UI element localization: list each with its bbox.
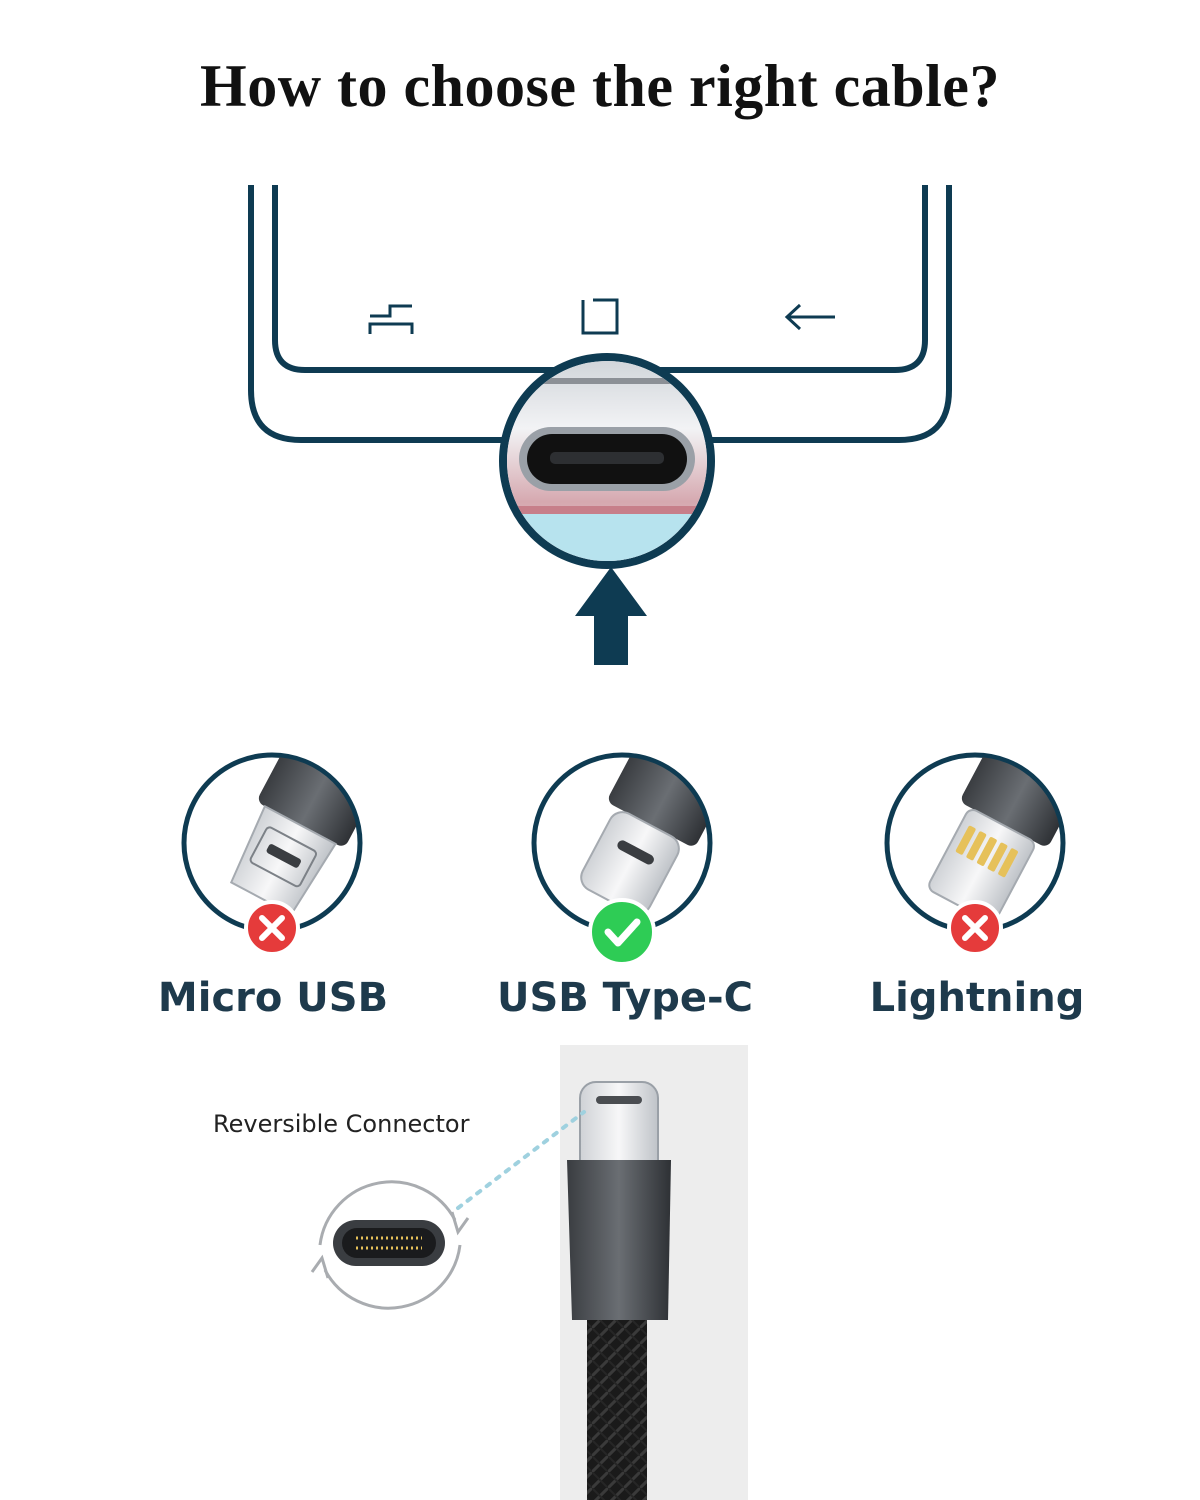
- cross-icon: [947, 900, 1003, 956]
- rotate-icon: [310, 1180, 470, 1310]
- home-icon: [581, 298, 619, 335]
- micro-usb-option: [181, 752, 363, 934]
- back-icon: [784, 303, 835, 331]
- up-arrow-icon: [575, 567, 647, 665]
- micro-usb-label: Micro USB: [157, 975, 389, 1021]
- recent-apps-icon: [368, 304, 414, 334]
- lightning-label: Lightning: [869, 975, 1085, 1021]
- reversible-connector-label: Reversible Connector: [213, 1110, 470, 1138]
- page-title: How to choose the right cable?: [200, 53, 1000, 119]
- leader-line: [456, 1110, 586, 1210]
- usb-c-cable: [567, 1081, 671, 1500]
- port-zoom-circle: [499, 353, 715, 569]
- check-icon: [588, 898, 656, 966]
- lightning-option: [884, 752, 1066, 934]
- phone-screen-frame: [272, 185, 928, 373]
- cross-icon: [244, 900, 300, 956]
- usb-type-c-label: USB Type-C: [496, 975, 754, 1021]
